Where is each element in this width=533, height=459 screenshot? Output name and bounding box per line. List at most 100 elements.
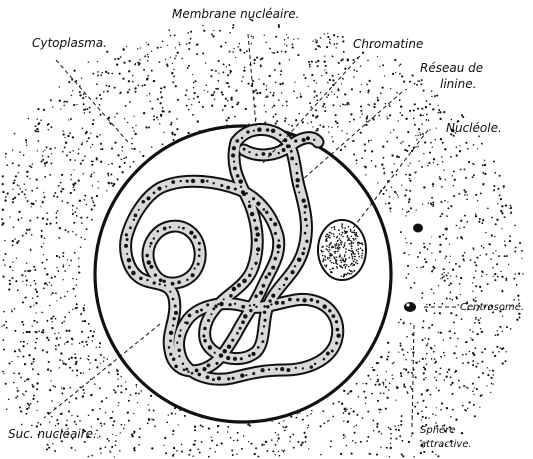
stipple-dot: [431, 197, 433, 199]
stipple-dot: [28, 118, 30, 120]
stipple-dot: [78, 257, 79, 258]
chromatin-granule: [291, 270, 295, 274]
chromatin-granule: [282, 148, 286, 152]
stipple-dot: [495, 250, 496, 251]
chromatin-granule: [214, 305, 217, 308]
stipple-dot: [475, 270, 477, 272]
stipple-dot: [74, 357, 76, 359]
nucleole-dot: [344, 245, 346, 247]
stipple-dot: [66, 330, 68, 332]
stipple-dot: [80, 372, 82, 374]
chromatin-granule: [313, 139, 315, 141]
stipple-dot: [446, 275, 448, 277]
stipple-dot: [481, 143, 483, 145]
stipple-dot: [23, 332, 24, 333]
stipple-dot: [317, 45, 318, 46]
chromatin-granule: [332, 314, 336, 318]
stipple-dot: [51, 277, 53, 279]
stipple-dot: [73, 222, 75, 224]
stipple-dot: [175, 413, 176, 414]
stipple-dot: [439, 373, 441, 375]
stipple-dot: [376, 423, 378, 425]
stipple-dot: [2, 276, 4, 278]
stipple-dot: [436, 128, 437, 129]
stipple-dot: [38, 422, 39, 423]
chromatin-granule: [226, 186, 230, 190]
chromatin-granule: [191, 372, 194, 375]
stipple-dot: [382, 87, 384, 89]
stipple-dot: [332, 55, 334, 57]
stipple-dot: [221, 91, 223, 93]
stipple-dot: [29, 220, 31, 222]
stipple-dot: [30, 249, 32, 251]
stipple-dot: [167, 45, 168, 46]
chromatin-granule: [331, 350, 334, 353]
stipple-dot: [159, 123, 160, 124]
stipple-dot: [120, 56, 122, 58]
stipple-dot: [475, 285, 477, 287]
stipple-dot: [173, 69, 174, 70]
stipple-dot: [14, 308, 16, 310]
stipple-dot: [421, 292, 423, 294]
stipple-dot: [333, 43, 335, 45]
stipple-dot: [20, 377, 22, 379]
chromatin-granule: [131, 271, 136, 276]
stipple-dot: [181, 58, 183, 60]
stipple-dot: [207, 91, 208, 92]
stipple-dot: [69, 159, 71, 161]
stipple-dot: [431, 324, 433, 326]
stipple-dot: [18, 372, 20, 374]
stipple-dot: [324, 69, 325, 70]
stipple-dot: [107, 72, 109, 74]
stipple-dot: [120, 432, 121, 433]
stipple-dot: [405, 369, 407, 371]
stipple-dot: [116, 64, 118, 66]
stipple-dot: [444, 228, 446, 230]
stipple-dot: [386, 141, 388, 143]
stipple-dot: [115, 435, 116, 436]
chromatin-granule: [281, 301, 285, 305]
stipple-dot: [459, 283, 461, 285]
chromatin-granule: [210, 313, 212, 315]
stipple-dot: [423, 320, 425, 322]
stipple-dot: [38, 330, 40, 332]
stipple-dot: [74, 159, 76, 161]
chromatin-granule: [154, 273, 157, 276]
stipple-dot: [84, 238, 86, 240]
stipple-dot: [403, 252, 405, 254]
stipple-dot: [351, 453, 353, 455]
stipple-dot: [72, 231, 73, 232]
stipple-dot: [456, 225, 458, 227]
stipple-dot: [147, 44, 149, 46]
stipple-dot: [432, 269, 433, 270]
stipple-dot: [26, 142, 27, 143]
stipple-dot: [334, 94, 335, 95]
stipple-dot: [139, 428, 141, 430]
stipple-dot: [5, 321, 7, 323]
stipple-dot: [140, 47, 141, 48]
stipple-dot: [199, 452, 201, 454]
stipple-dot: [23, 341, 25, 343]
chromatin-granule: [295, 163, 297, 165]
stipple-dot: [105, 412, 106, 413]
stipple-dot: [513, 278, 515, 280]
stipple-dot: [414, 83, 416, 85]
stipple-dot: [3, 324, 5, 326]
stipple-dot: [398, 351, 399, 352]
stipple-dot: [285, 117, 287, 119]
nucleole-dot: [348, 226, 350, 228]
nucleole-dot: [358, 256, 360, 258]
nucleole-dot: [354, 234, 356, 236]
stipple-dot: [120, 158, 122, 160]
stipple-dot: [159, 61, 161, 63]
stipple-dot: [172, 433, 174, 435]
chromatin-granule: [246, 130, 249, 133]
nucleole-dot: [351, 250, 353, 252]
stipple-dot: [428, 327, 430, 329]
stipple-dot: [315, 109, 317, 111]
stipple-dot: [53, 195, 55, 197]
chromatin-granule: [188, 314, 192, 318]
stipple-dot: [317, 60, 319, 62]
stipple-dot: [338, 62, 340, 64]
stipple-dot: [284, 39, 285, 40]
